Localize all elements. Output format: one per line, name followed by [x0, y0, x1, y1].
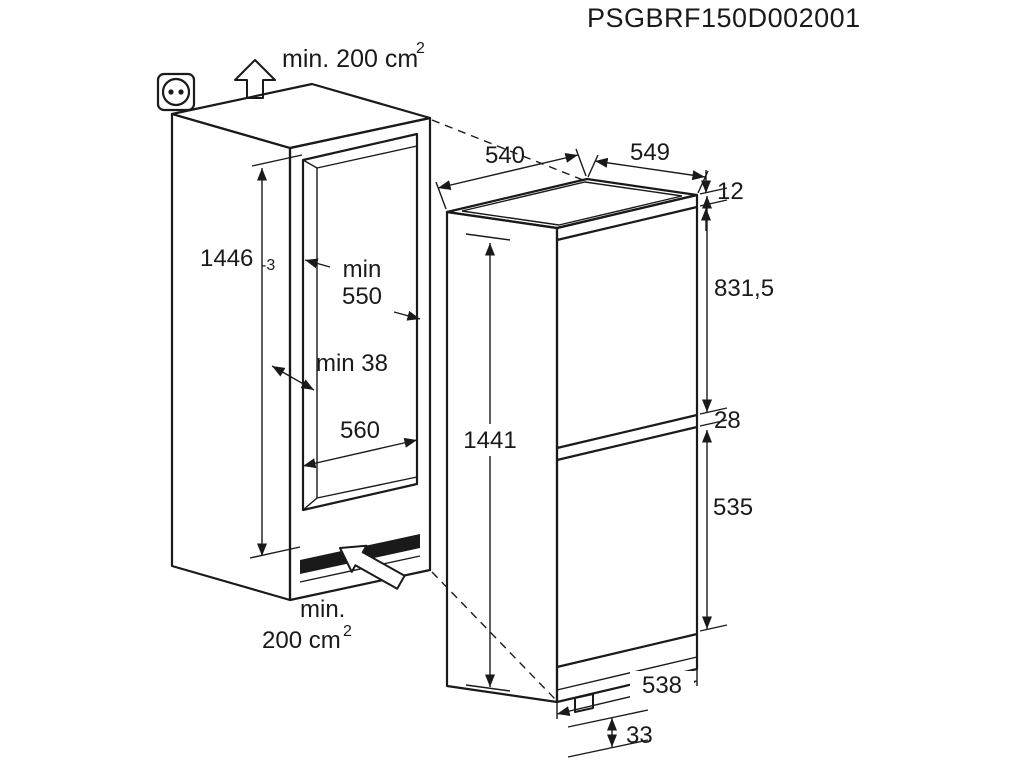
power-socket-icon — [156, 72, 196, 112]
dim-bottom-width: 538 — [556, 664, 698, 719]
dim-extension — [587, 154, 599, 178]
dim-tick — [465, 684, 511, 692]
lower-door-bottom-edge — [556, 632, 698, 669]
dim-arrow — [393, 310, 421, 321]
dim-niche-height: 1446 -3 — [200, 154, 303, 559]
dim-upper-door-label: 831,5 — [714, 275, 774, 302]
dim-extension — [435, 181, 447, 210]
drawing-code-title: PSGBRF150D002001 — [587, 3, 861, 33]
dim-extension — [575, 148, 587, 177]
dim-niche-width-label: 560 — [340, 417, 380, 444]
dim-arrow — [304, 258, 331, 269]
socket-pin-right — [178, 89, 184, 95]
niche-interior-floor-edge — [302, 497, 318, 511]
appliance-front-face — [555, 193, 699, 704]
dim-plinth-height: 33 — [567, 709, 653, 758]
dim-line — [594, 157, 706, 181]
dim-top-gap-label: 12 — [717, 178, 744, 205]
dim-tick — [249, 546, 301, 559]
dim-appliance-height-label: 1441 — [463, 427, 516, 454]
socket-pin-left — [168, 89, 174, 95]
dim-min-depth-value: 550 — [342, 283, 382, 310]
dim-door-gap-label: 28 — [714, 407, 741, 434]
bottom-clearance-line1: min. — [300, 596, 345, 623]
dim-tick — [465, 233, 511, 241]
bottom-clearance-line2: 200 cm — [262, 627, 341, 654]
upper-door-bottom-edge — [556, 413, 698, 450]
dim-door-gap: 28 — [699, 407, 741, 434]
label-backplate — [630, 671, 694, 698]
socket-well — [161, 77, 191, 107]
niche-interior-floor — [316, 476, 418, 499]
dim-line — [437, 152, 579, 191]
dim-tick — [699, 407, 728, 415]
cabinet-niche — [170, 82, 432, 602]
dim-plinth-height-label: 33 — [626, 722, 653, 749]
cabinet-top-face — [170, 82, 432, 150]
niche-interior-ceiling — [316, 145, 418, 169]
dim-niche-height-tolerance: -3 — [261, 257, 275, 274]
dim-wall-clearance-label: min 38 — [316, 350, 388, 377]
dim-lower-door: 535 — [699, 430, 753, 632]
niche-opening — [301, 132, 419, 512]
appliance-side-face — [445, 210, 559, 704]
cabinet-side-face — [170, 112, 292, 602]
dim-tick — [699, 624, 728, 632]
dim-top-gap: 12 — [699, 170, 744, 231]
dim-line — [302, 437, 418, 469]
dim-niche-wall-clearance: min 38 — [271, 350, 388, 391]
niche-interior-edge — [302, 159, 318, 169]
dim-top-depth-label: 549 — [630, 139, 670, 166]
door-top-seam — [556, 205, 698, 242]
appliance-top-inset — [461, 181, 683, 226]
dim-appliance-height: 1441 — [463, 233, 517, 692]
lower-door-top-edge — [556, 425, 698, 462]
dim-line — [271, 365, 315, 391]
dim-upper-door: 831,5 — [699, 196, 774, 415]
dim-tick — [567, 739, 649, 758]
socket-frame — [156, 72, 196, 112]
dim-lower-door-label: 535 — [713, 494, 753, 521]
dim-niche-min-depth: min 550 — [304, 256, 421, 321]
dim-appliance-top-width: 540 — [435, 142, 587, 210]
dim-bottom-width-label: 538 — [642, 672, 682, 699]
bottom-clearance-superscript: 2 — [343, 623, 352, 640]
top-clearance-superscript: 2 — [416, 40, 425, 57]
top-clearance-label: min. 200 cm — [282, 45, 418, 73]
dim-tick — [699, 187, 728, 195]
cabinet-frame-outer — [288, 116, 432, 602]
dim-min-depth-word: min — [343, 256, 382, 283]
dim-top-width-label: 540 — [485, 142, 525, 169]
insertion-guide-bottom — [431, 571, 556, 700]
dim-tick — [699, 419, 728, 427]
dim-niche-width: 560 — [302, 417, 418, 506]
dim-tick — [251, 154, 303, 167]
dim-niche-height-label: 1446 — [200, 245, 253, 272]
airflow-inlet-arrow-icon — [339, 544, 406, 590]
